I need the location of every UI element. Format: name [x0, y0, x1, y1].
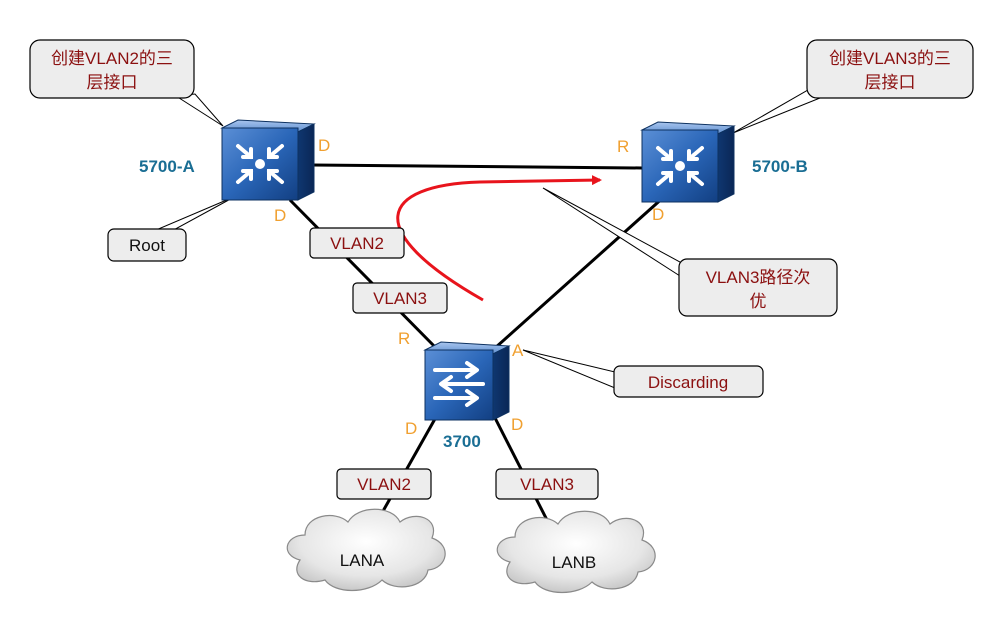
l3-switch-icon	[656, 146, 704, 186]
callout-root: Root	[107, 228, 187, 262]
link-a-b	[311, 163, 643, 170]
callout-discarding-label: Discarding	[648, 373, 728, 392]
vlan-tag-upper-vlan2-label: VLAN2	[330, 234, 384, 253]
link-3700-lana	[376, 409, 442, 521]
vlan-tag-upper-vlan3-label: VLAN3	[373, 289, 427, 308]
callout-create-vlan2-line1: 创建VLAN2的三	[51, 49, 173, 68]
port-label-a-bottom: D	[274, 206, 286, 225]
device-name-5700-b: 5700-B	[752, 157, 808, 176]
cloud-lanb: LANB	[496, 510, 656, 593]
vlan-tag-lower-vlan3-label: VLAN3	[520, 475, 574, 494]
switch-5700-b	[640, 121, 736, 203]
port-label-b-left: R	[617, 137, 629, 156]
callout-create-vlan2: 创建VLAN2的三 层接口	[29, 39, 195, 99]
port-label-a-right: D	[318, 136, 330, 155]
cloud-lana: LANA	[286, 508, 446, 591]
l2-switch-icon	[433, 361, 485, 407]
pointer-create-vlan2	[174, 93, 224, 127]
port-label-b-bottom: D	[652, 205, 664, 224]
links	[288, 163, 666, 523]
callout-create-vlan2-line2: 层接口	[87, 73, 138, 92]
pointer-root	[154, 195, 237, 233]
callout-discarding: Discarding	[613, 365, 764, 398]
link-a-3700	[288, 198, 442, 354]
port-label-3700-bottom-left: D	[405, 419, 417, 438]
device-name-5700-a: 5700-A	[139, 157, 195, 176]
callout-vlan3-path: VLAN3路径次 优	[678, 258, 838, 317]
vlan-tag-lower-vlan2-label: VLAN2	[357, 475, 411, 494]
l3-switch-icon	[236, 144, 284, 184]
switch-5700-a	[220, 119, 316, 201]
switch-3700	[423, 341, 511, 421]
callout-create-vlan3: 创建VLAN3的三 层接口	[806, 39, 974, 99]
port-label-3700-top-left: R	[398, 329, 410, 348]
pointer-create-vlan3	[732, 89, 822, 134]
callout-root-label: Root	[129, 236, 165, 255]
port-label-3700-top-right: A	[512, 341, 524, 360]
vlan-tag-lower-vlan3: VLAN3	[495, 468, 599, 500]
link-b-3700	[494, 194, 666, 350]
cloud-lana-label: LANA	[340, 551, 385, 570]
vlan-tag-upper-vlan3: VLAN3	[352, 282, 448, 314]
callout-vlan3-path-line1: VLAN3路径次	[706, 268, 811, 287]
callout-create-vlan3-line1: 创建VLAN3的三	[829, 49, 951, 68]
port-label-3700-bottom-right: D	[511, 415, 523, 434]
callout-pointers	[154, 89, 822, 389]
vlan-tag-lower-vlan2: VLAN2	[336, 468, 432, 500]
vlan-tag-upper-vlan2: VLAN2	[309, 227, 405, 259]
pointer-discarding	[522, 349, 616, 389]
callout-create-vlan3-line2: 层接口	[865, 73, 916, 92]
device-name-3700: 3700	[443, 432, 481, 451]
cloud-lanb-label: LANB	[552, 553, 596, 572]
callout-vlan3-path-line2: 优	[750, 292, 767, 311]
link-3700-lanb	[490, 411, 550, 523]
vlan3-path-arrow	[396, 175, 602, 302]
